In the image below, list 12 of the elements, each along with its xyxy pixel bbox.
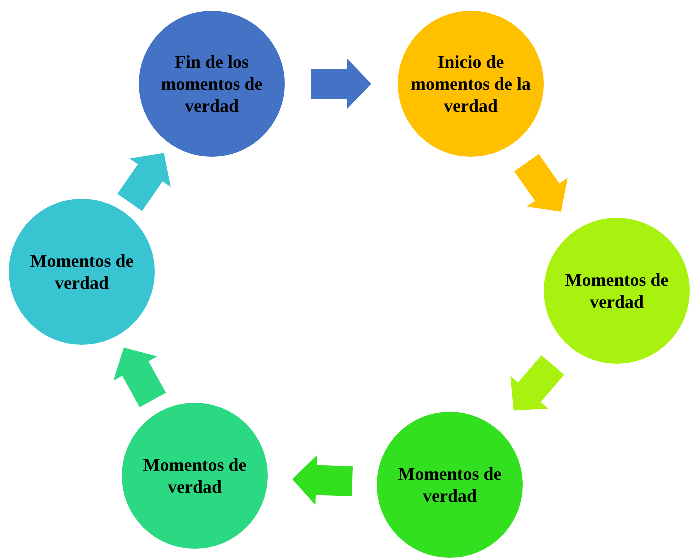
block-arrow xyxy=(114,348,166,408)
block-arrow xyxy=(292,455,353,506)
block-arrow xyxy=(510,356,564,411)
node-label: Inicio de momentos de la verdad xyxy=(410,51,532,117)
node-label: Momentos de verdad xyxy=(29,250,135,294)
block-arrow xyxy=(312,59,372,109)
node-label: Momentos de verdad xyxy=(142,454,248,498)
node-label: Momentos de verdad xyxy=(397,463,503,507)
block-arrow xyxy=(118,153,171,212)
node-label: Fin de los momentos de verdad xyxy=(160,51,264,117)
block-arrow xyxy=(514,154,568,212)
node-label: Momentos de verdad xyxy=(564,269,670,313)
